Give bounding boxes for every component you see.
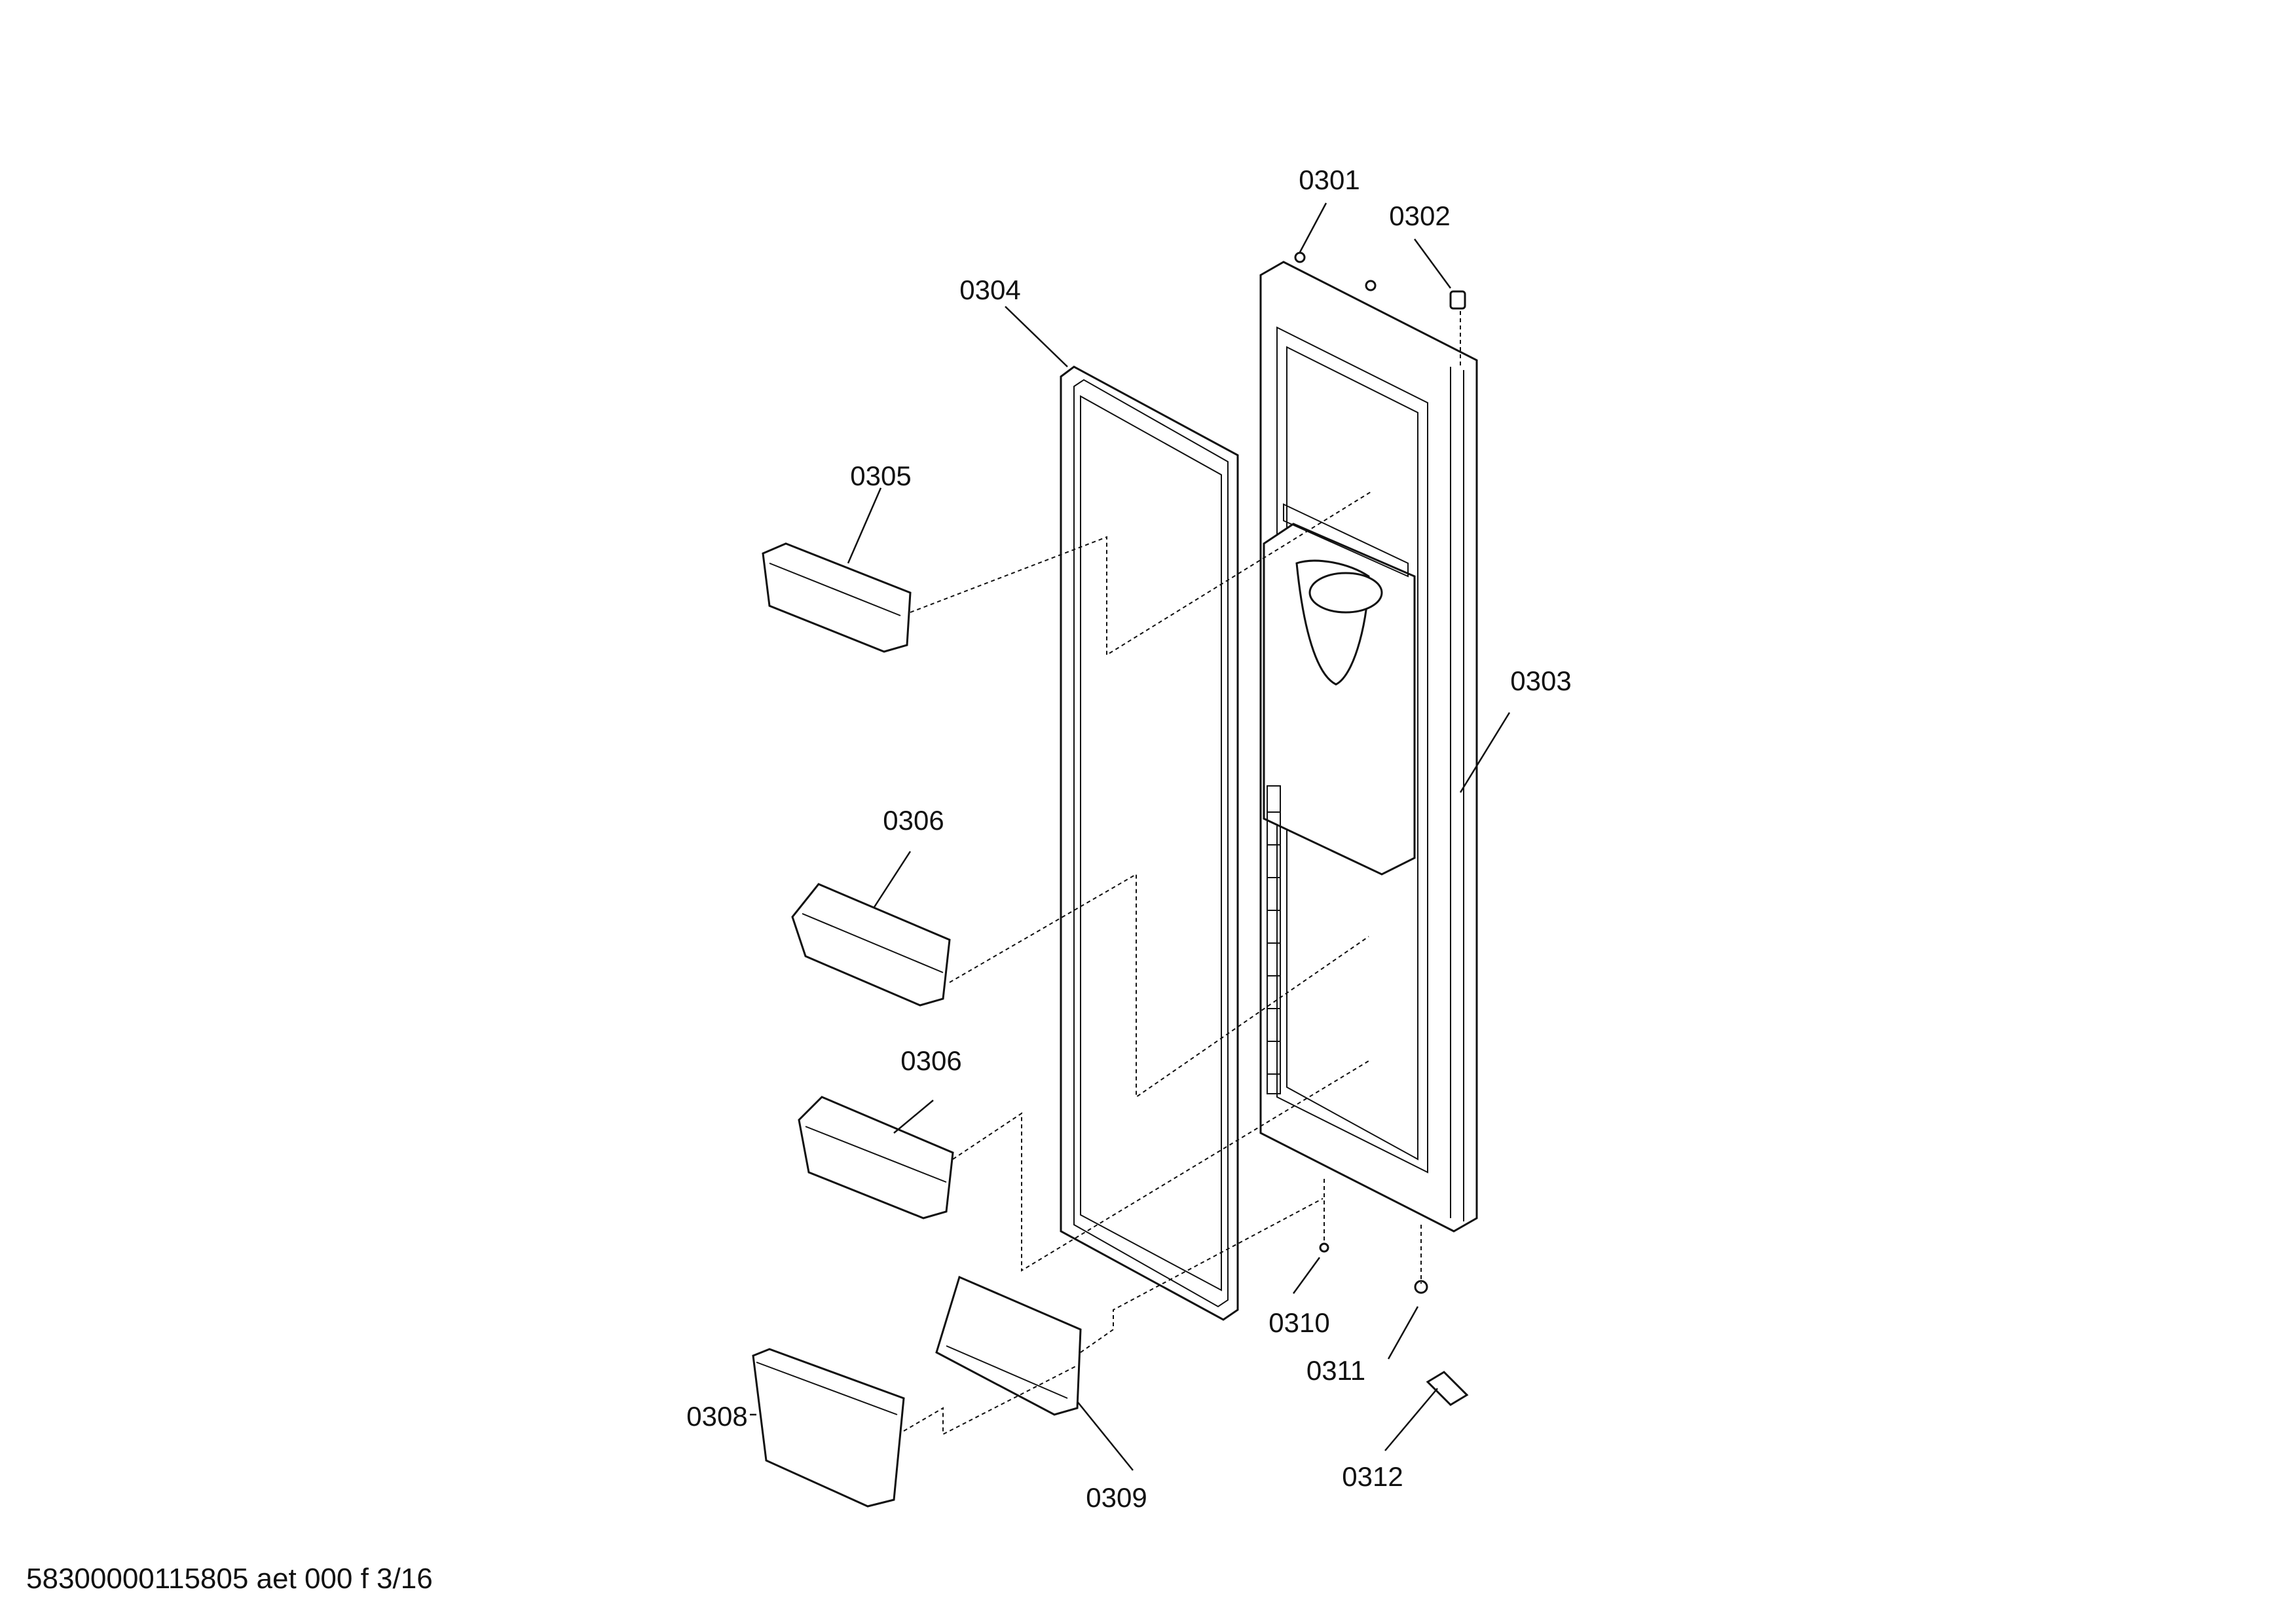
door-liner-0303	[1259, 261, 1478, 1233]
cap-0302	[1449, 290, 1466, 310]
callout-0306-lower: 0306	[900, 1045, 962, 1076]
callout-0312: 0312	[1342, 1461, 1403, 1492]
shelf-0306-upper	[791, 883, 951, 1007]
callout-0308: 0308	[686, 1401, 748, 1432]
assembly-lines	[903, 311, 1461, 1436]
door-gasket-0304	[1060, 365, 1239, 1321]
shelf-0306-lower	[798, 1096, 954, 1219]
shelf-0309	[935, 1275, 1082, 1416]
callout-0306-upper: 0306	[883, 805, 944, 836]
screw-0301	[1294, 251, 1377, 291]
shelf-0308	[752, 1348, 905, 1508]
callout-0303: 0303	[1510, 665, 1572, 696]
callout-0304: 0304	[959, 274, 1021, 305]
callout-0305: 0305	[850, 460, 912, 491]
shelf-rails	[1267, 785, 1281, 1094]
leader-lines	[750, 202, 1511, 1471]
document-id: 58300000115805 aet 000 f 3/16	[26, 1563, 433, 1595]
hinge-0312	[1426, 1371, 1469, 1406]
callout-0311: 0311	[1306, 1355, 1366, 1386]
callout-0302: 0302	[1389, 200, 1451, 231]
shelf-0305	[762, 542, 912, 653]
callout-0309: 0309	[1086, 1482, 1147, 1513]
washer-0311	[1414, 1280, 1428, 1294]
callout-0310: 0310	[1268, 1307, 1330, 1338]
screw-0310	[1319, 1242, 1329, 1253]
callout-0301: 0301	[1299, 164, 1360, 195]
